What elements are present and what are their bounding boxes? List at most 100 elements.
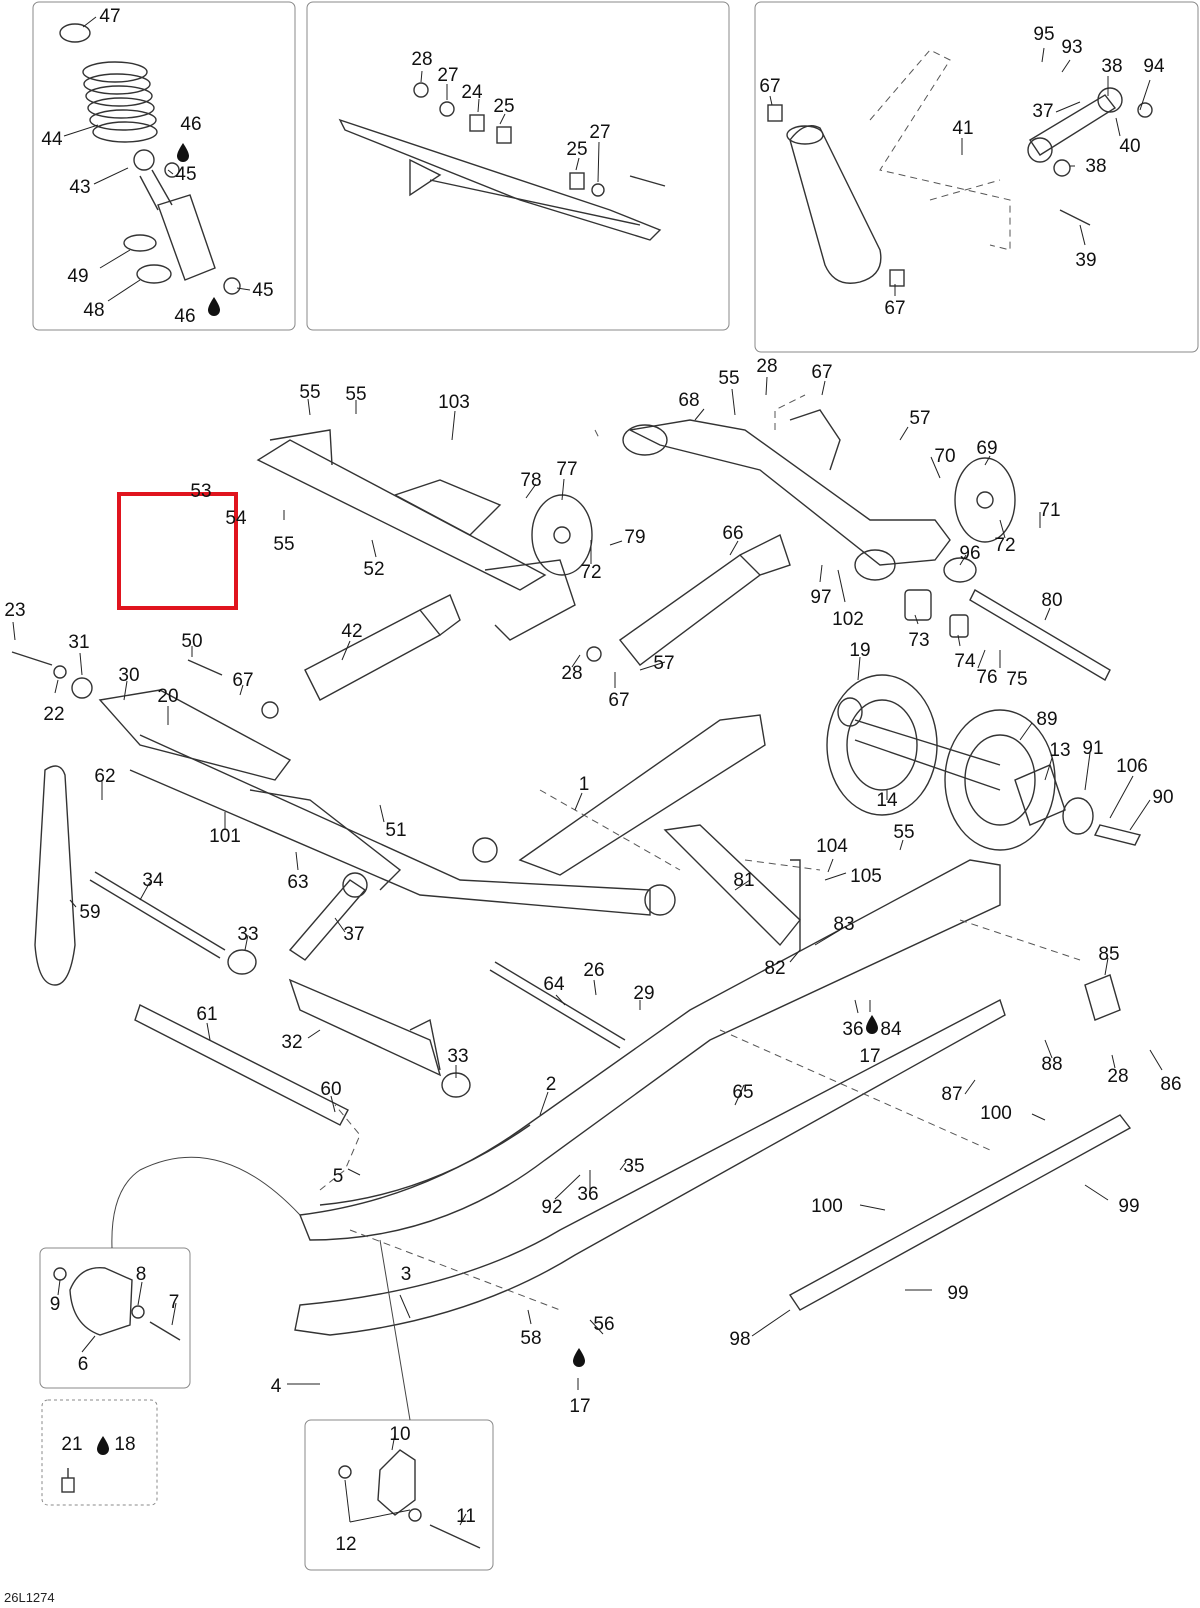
callout-17b: 17	[569, 1396, 590, 1417]
callout-43: 43	[69, 177, 90, 198]
callout-13: 13	[1049, 740, 1070, 761]
callout-73: 73	[908, 630, 929, 651]
callout-14: 14	[876, 790, 898, 811]
callout-78: 78	[520, 470, 541, 491]
callout-32: 32	[281, 1032, 302, 1053]
callout-33a: 33	[237, 924, 258, 945]
rear-arm-assembly	[586, 394, 1111, 681]
callout-47: 47	[99, 6, 120, 27]
callout-80: 80	[1041, 590, 1062, 611]
callout-20: 20	[157, 686, 178, 707]
callout-45b: 45	[252, 280, 273, 301]
callout-102: 102	[832, 609, 864, 630]
callout-88: 88	[1041, 1054, 1062, 1075]
callout-51: 51	[385, 820, 406, 841]
callout-59: 59	[79, 902, 100, 923]
callout-46a: 46	[180, 114, 201, 135]
callout-90: 90	[1152, 787, 1173, 808]
callout-86: 86	[1160, 1074, 1181, 1095]
callout-62: 62	[94, 766, 115, 787]
callout-17a: 17	[859, 1046, 880, 1067]
front-arm-assembly	[11, 429, 676, 916]
oil-drop-icon-group	[97, 143, 878, 1455]
callout-12: 12	[335, 1534, 356, 1555]
callout-71: 71	[1039, 500, 1060, 521]
callout-63: 63	[287, 872, 308, 893]
callout-58: 58	[520, 1328, 541, 1349]
callout-3: 3	[401, 1264, 412, 1285]
panel-shock-spring	[32, 1, 296, 331]
callout-99b: 99	[947, 1283, 968, 1304]
callout-21: 21	[61, 1434, 82, 1455]
callout-106: 106	[1116, 756, 1148, 777]
panel-grease-fitting	[41, 1399, 158, 1506]
callout-68: 68	[678, 390, 699, 411]
callout-91: 91	[1082, 738, 1103, 759]
callout-33b: 33	[447, 1046, 468, 1067]
callout-25a: 25	[493, 96, 514, 117]
callout-4: 4	[271, 1376, 282, 1397]
panel-slider-stop	[304, 1419, 494, 1571]
callout-93: 93	[1061, 37, 1082, 58]
callout-45a: 45	[175, 164, 196, 185]
callout-23: 23	[4, 600, 25, 621]
callout-103: 103	[438, 392, 470, 413]
callout-76: 76	[976, 667, 997, 688]
panel-rear-shock-linkage	[754, 1, 1199, 353]
callout-104: 104	[816, 836, 848, 857]
callout-60: 60	[320, 1079, 341, 1100]
callout-69: 69	[976, 438, 997, 459]
drawing-code: 26L1274	[4, 1590, 55, 1605]
callout-44: 44	[41, 129, 63, 150]
callout-7: 7	[169, 1292, 180, 1313]
oil-drop-icon	[208, 297, 220, 316]
callout-81: 81	[733, 870, 754, 891]
callout-28d: 28	[1107, 1066, 1128, 1087]
callout-54: 54	[225, 508, 247, 529]
callout-105: 105	[850, 866, 882, 887]
callout-27a: 27	[437, 65, 458, 86]
callout-25b: 25	[566, 139, 587, 160]
leader-lines	[12, 16, 1163, 1526]
panel-hinge-detail	[39, 1247, 191, 1389]
callout-67e: 67	[232, 670, 253, 691]
callout-87: 87	[941, 1084, 962, 1105]
callout-46b: 46	[174, 306, 195, 327]
callout-74: 74	[954, 651, 976, 672]
callout-19: 19	[849, 640, 870, 661]
callout-70: 70	[934, 446, 955, 467]
callout-37a: 37	[1032, 101, 1053, 122]
callout-67a: 67	[759, 76, 780, 97]
callout-96: 96	[959, 543, 980, 564]
callout-55b: 55	[345, 384, 366, 405]
callout-95: 95	[1033, 24, 1054, 45]
callout-67d: 67	[608, 690, 629, 711]
callout-75: 75	[1006, 669, 1027, 690]
callout-38b: 38	[1085, 156, 1106, 177]
callout-6: 6	[78, 1354, 89, 1375]
callout-18: 18	[114, 1434, 135, 1455]
oil-drop-icon	[97, 1436, 109, 1455]
callout-42: 42	[341, 621, 362, 642]
callout-9: 9	[50, 1294, 61, 1315]
callout-57b: 57	[653, 653, 674, 674]
callout-28a: 28	[411, 49, 432, 70]
panel-swing-arm-bushings	[306, 1, 730, 331]
callout-39: 39	[1075, 250, 1096, 271]
callout-5: 5	[333, 1166, 344, 1187]
oil-drop-icon	[177, 143, 189, 162]
callout-36a: 36	[842, 1019, 863, 1040]
callout-55d: 55	[718, 368, 739, 389]
callout-26: 26	[583, 960, 604, 981]
callout-40: 40	[1119, 136, 1140, 157]
callout-56: 56	[593, 1314, 614, 1335]
callout-48: 48	[83, 300, 104, 321]
highlight-box	[117, 492, 238, 610]
callout-64: 64	[543, 974, 565, 995]
callout-97: 97	[810, 587, 831, 608]
callout-1: 1	[579, 774, 590, 795]
callout-57a: 57	[909, 408, 930, 429]
callout-8: 8	[136, 1264, 147, 1285]
callout-41: 41	[952, 118, 973, 139]
callout-28b: 28	[756, 356, 777, 377]
